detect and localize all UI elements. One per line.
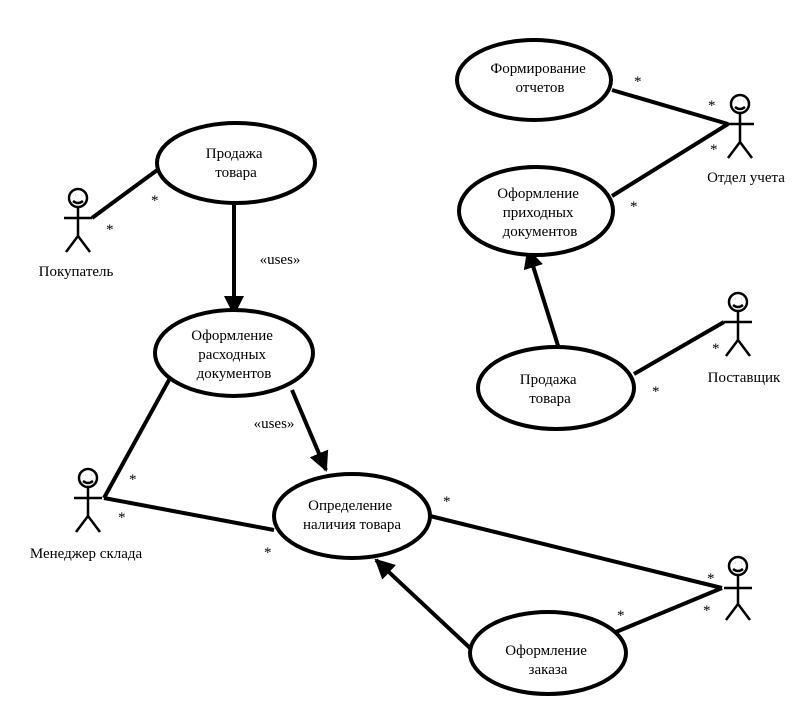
usecase-sale-right [476,345,636,431]
usecase-availability [272,472,432,560]
usecase-sale-left [155,121,317,205]
multiplicity-3: * [129,472,137,488]
association-availability-actor [429,514,723,590]
multiplicity-15: * [652,384,660,400]
label-order: Оформление заказа [505,643,590,678]
association-reports-accounting [611,88,729,126]
uses-arrow-2 [290,389,329,472]
actor-buyer [64,187,92,253]
usecase-outgoing-docs [153,308,315,398]
actor-label-warehouse-manager: Менеджер склада [30,546,143,562]
actor-label-supplier: Поставщик [708,370,781,386]
multiplicity-9: * [703,603,711,619]
label-incoming-docs: Оформление приходных документов [497,186,582,240]
association-manager-availability [103,496,275,532]
multiplicity-6: * [443,494,451,510]
extend-arrow-sale [523,248,562,353]
extend-arrow-order [374,558,472,650]
multiplicity-13: * [630,199,638,215]
actor-accounting [726,93,754,159]
actor-warehouse-manager [74,467,102,533]
multiplicity-7: * [617,608,625,624]
association-incoming-accounting [610,122,730,198]
uses-label-1: «uses» [260,252,301,268]
uses-label-2: «uses» [254,416,295,432]
multiplicity-11: * [708,98,716,114]
label-outgoing-docs: Оформление расходных документов [191,328,276,382]
label-sale-left: Продажа товара [206,146,266,181]
actor-supplier [724,291,752,357]
label-sale-right: Продажа товара [520,372,580,407]
multiplicity-12: * [710,142,718,158]
usecase-incoming-docs [457,165,615,257]
association-sale-supplier [632,320,726,376]
usecase-order [468,610,628,696]
association-order-actor [615,586,723,634]
multiplicity-2: * [106,222,114,238]
multiplicity-4: * [118,510,126,526]
actor-unnamed [724,555,752,621]
multiplicity-8: * [707,571,715,587]
multiplicity-14: * [712,341,720,357]
multiplicity-5: * [264,545,272,561]
actor-label-buyer: Покупатель [39,264,114,280]
label-reports: Формирование отчетов [490,61,589,96]
label-availability: Определение наличия товара [303,498,401,533]
actor-label-accounting: Отдел учета [707,170,785,186]
usecase-reports [455,38,613,122]
multiplicity-10: * [634,74,642,90]
multiplicity-1: * [151,193,159,209]
association-manager-outgoing [102,359,182,499]
association-buyer-sale [90,166,162,220]
